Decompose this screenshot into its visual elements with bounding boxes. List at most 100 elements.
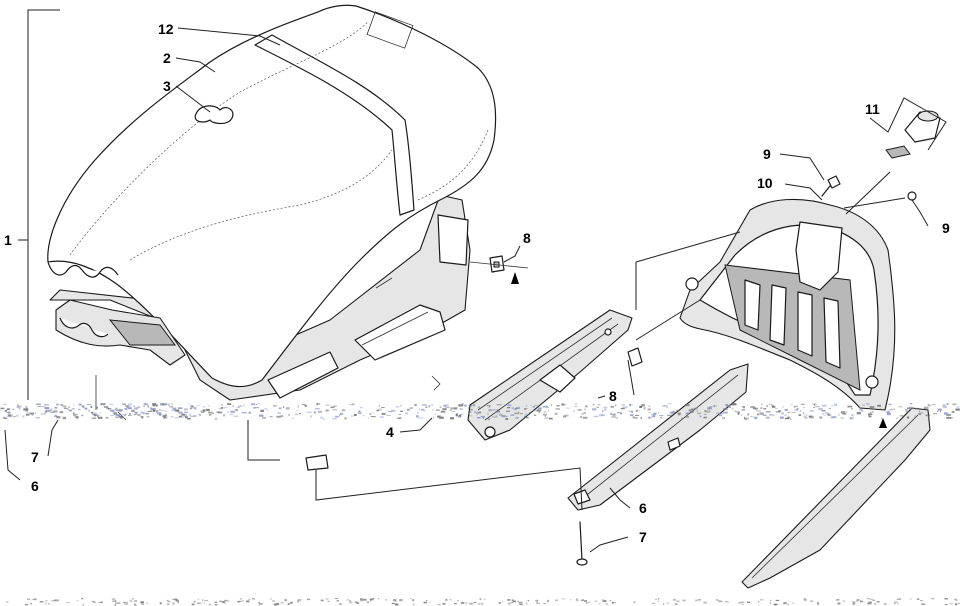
noise-speck — [680, 417, 685, 419]
noise-speck — [239, 405, 243, 407]
noise-speck — [478, 411, 482, 414]
noise-speck — [949, 603, 953, 604]
noise-speck — [630, 414, 634, 417]
noise-speck — [923, 406, 929, 410]
noise-speck — [115, 602, 117, 604]
noise-speck — [166, 599, 169, 602]
noise-speck — [91, 417, 97, 420]
callout-6-left: 6 — [31, 478, 39, 494]
noise-speck — [933, 413, 938, 415]
noise-speck — [666, 406, 669, 408]
noise-speck — [586, 602, 588, 604]
noise-speck — [856, 599, 860, 601]
noise-speck — [732, 403, 737, 406]
noise-speck — [955, 408, 960, 411]
noise-speck — [747, 403, 749, 406]
noise-speck — [159, 413, 161, 416]
noise-speck — [425, 600, 428, 601]
noise-speck — [378, 598, 380, 600]
noise-speck — [288, 603, 291, 605]
noise-speck — [616, 417, 618, 419]
noise-speck — [423, 601, 428, 604]
noise-speck — [886, 412, 891, 416]
noise-speck — [189, 413, 192, 417]
noise-speck — [130, 600, 133, 603]
noise-speck — [172, 602, 175, 604]
noise-speck — [239, 598, 242, 600]
noise-speck — [60, 403, 63, 406]
noise-speck — [479, 598, 482, 600]
noise-speck — [449, 599, 452, 601]
noise-speck — [780, 416, 784, 419]
noise-speck — [727, 404, 732, 407]
noise-speck — [483, 598, 486, 600]
noise-speck — [723, 411, 728, 414]
noise-speck — [8, 411, 11, 414]
noise-speck — [16, 406, 20, 408]
noise-speck — [905, 410, 909, 413]
noise-speck — [4, 409, 8, 412]
noise-speck — [564, 414, 569, 417]
seat-logo-mark — [366, 11, 414, 49]
callout-9-right: 9 — [942, 220, 950, 236]
noise-speck — [532, 406, 535, 408]
noise-speck — [197, 598, 200, 601]
noise-speck — [416, 415, 419, 418]
noise-speck — [631, 411, 633, 413]
screw-9-top — [827, 175, 841, 189]
noise-speck — [388, 411, 393, 413]
noise-speck — [414, 404, 417, 407]
noise-speck — [451, 411, 456, 412]
noise-speck — [757, 413, 760, 416]
noise-speck — [369, 598, 372, 600]
noise-speck — [597, 404, 601, 406]
noise-speck — [246, 600, 250, 603]
noise-speck — [894, 601, 898, 603]
noise-speck — [325, 404, 330, 406]
noise-speck — [122, 403, 126, 405]
noise-speck — [75, 413, 78, 416]
noise-speck — [585, 405, 588, 408]
noise-speck — [181, 414, 185, 416]
noise-speck — [846, 411, 848, 413]
noise-speck — [316, 403, 321, 405]
noise-speck — [166, 403, 171, 405]
noise-speck — [638, 410, 640, 412]
callout-7-left: 7 — [31, 449, 39, 465]
callout-3: 3 — [163, 78, 171, 94]
noise-speck — [524, 413, 529, 416]
noise-speck — [188, 403, 191, 405]
noise-speck — [593, 415, 599, 418]
noise-speck — [805, 417, 808, 419]
noise-speck — [124, 603, 128, 605]
noise-speck — [444, 404, 449, 407]
noise-speck — [341, 409, 346, 412]
noise-speck — [947, 413, 952, 415]
noise-speck — [68, 406, 70, 408]
noise-speck — [842, 412, 847, 415]
noise-speck — [30, 602, 32, 605]
noise-speck — [795, 405, 798, 408]
noise-speck — [146, 405, 150, 407]
noise-speck — [111, 598, 116, 601]
noise-speck — [547, 599, 549, 602]
noise-speck — [574, 405, 578, 407]
noise-speck — [657, 598, 660, 600]
noise-speck — [533, 405, 535, 408]
noise-speck — [662, 405, 667, 407]
noise-speck — [310, 415, 312, 418]
noise-speck — [134, 407, 138, 410]
noise-speck — [724, 408, 728, 410]
noise-speck — [480, 415, 485, 418]
noise-speck — [88, 410, 90, 413]
noise-speck — [765, 411, 771, 413]
noise-speck — [223, 414, 226, 417]
noise-speck — [442, 602, 446, 605]
noise-speck — [262, 417, 266, 419]
noise-speck — [622, 406, 628, 408]
noise-speck — [177, 411, 183, 413]
noise-speck — [296, 410, 299, 411]
noise-speck — [115, 416, 119, 419]
noise-speck — [772, 414, 775, 417]
noise-speck — [544, 417, 549, 419]
